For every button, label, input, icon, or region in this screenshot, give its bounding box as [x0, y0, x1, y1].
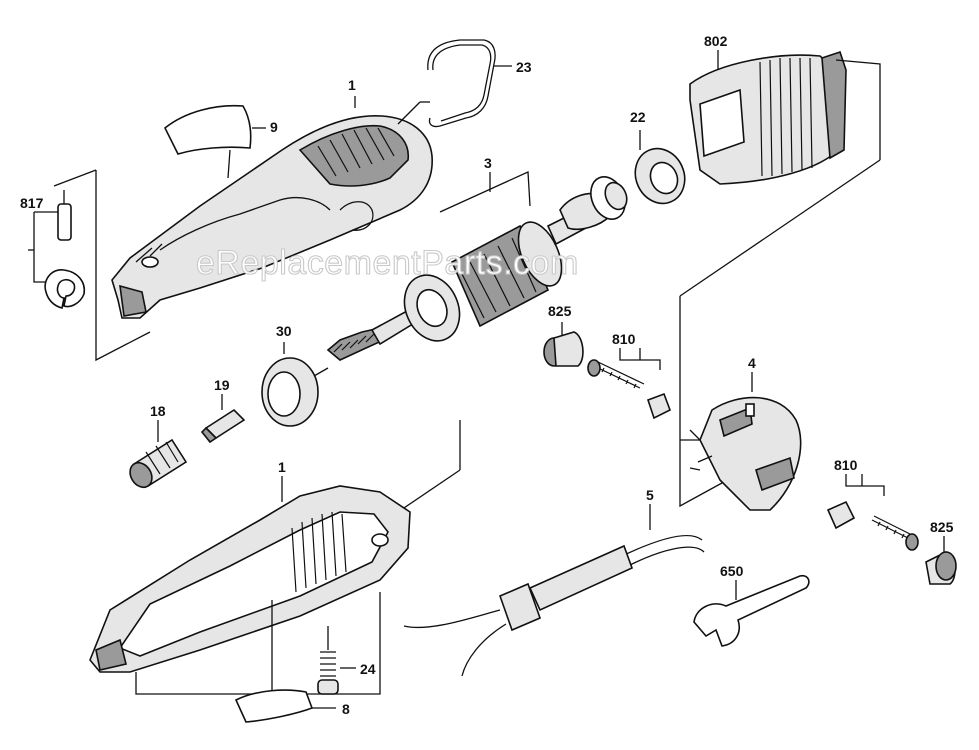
bearing-part-30 [261, 342, 329, 427]
housing-bottom-part-1 [89, 420, 461, 695]
armature-part-3 [326, 171, 628, 361]
brush-holder-part-4 [680, 372, 802, 511]
watermark-text: eReplacementParts.com [196, 244, 579, 282]
callout-24: 24 [360, 661, 376, 677]
brush-part-810-left [587, 348, 672, 420]
nameplate-part-9 [163, 104, 266, 179]
collet-nut-part-18 [129, 420, 188, 489]
callout-9: 9 [270, 119, 278, 135]
accessory-part-817 [28, 169, 151, 362]
callout-810-left: 810 [612, 331, 636, 347]
callout-30: 30 [276, 323, 292, 339]
callout-1-top: 1 [348, 77, 356, 93]
label-part-8 [234, 689, 336, 723]
brush-cap-part-825-right [925, 536, 957, 585]
callout-19: 19 [214, 377, 230, 393]
callout-3: 3 [484, 155, 492, 171]
callout-802: 802 [704, 33, 728, 49]
brush-part-810-right [826, 474, 919, 551]
field-coil-part-802 [679, 50, 881, 508]
callout-18: 18 [150, 403, 166, 419]
brush-cap-part-825-left [543, 322, 584, 367]
callout-4: 4 [748, 355, 756, 371]
bearing-part-22 [634, 130, 686, 205]
collet-part-19 [200, 394, 246, 444]
callout-22: 22 [630, 109, 646, 125]
screw-part-24 [317, 626, 356, 695]
wire-clip-part-23 [427, 39, 512, 128]
callout-825-right: 825 [930, 519, 954, 535]
housing-top-part-1 [111, 96, 433, 319]
callout-810-right: 810 [834, 457, 858, 473]
callout-825-left: 825 [548, 303, 572, 319]
wrench-part-650 [693, 574, 810, 647]
callout-1-bottom: 1 [278, 459, 286, 475]
callout-5: 5 [646, 487, 654, 503]
callout-817: 817 [20, 195, 44, 211]
callout-650: 650 [720, 563, 744, 579]
power-cord-part-5 [403, 504, 705, 677]
callout-8: 8 [342, 701, 350, 717]
callout-23: 23 [516, 59, 532, 75]
